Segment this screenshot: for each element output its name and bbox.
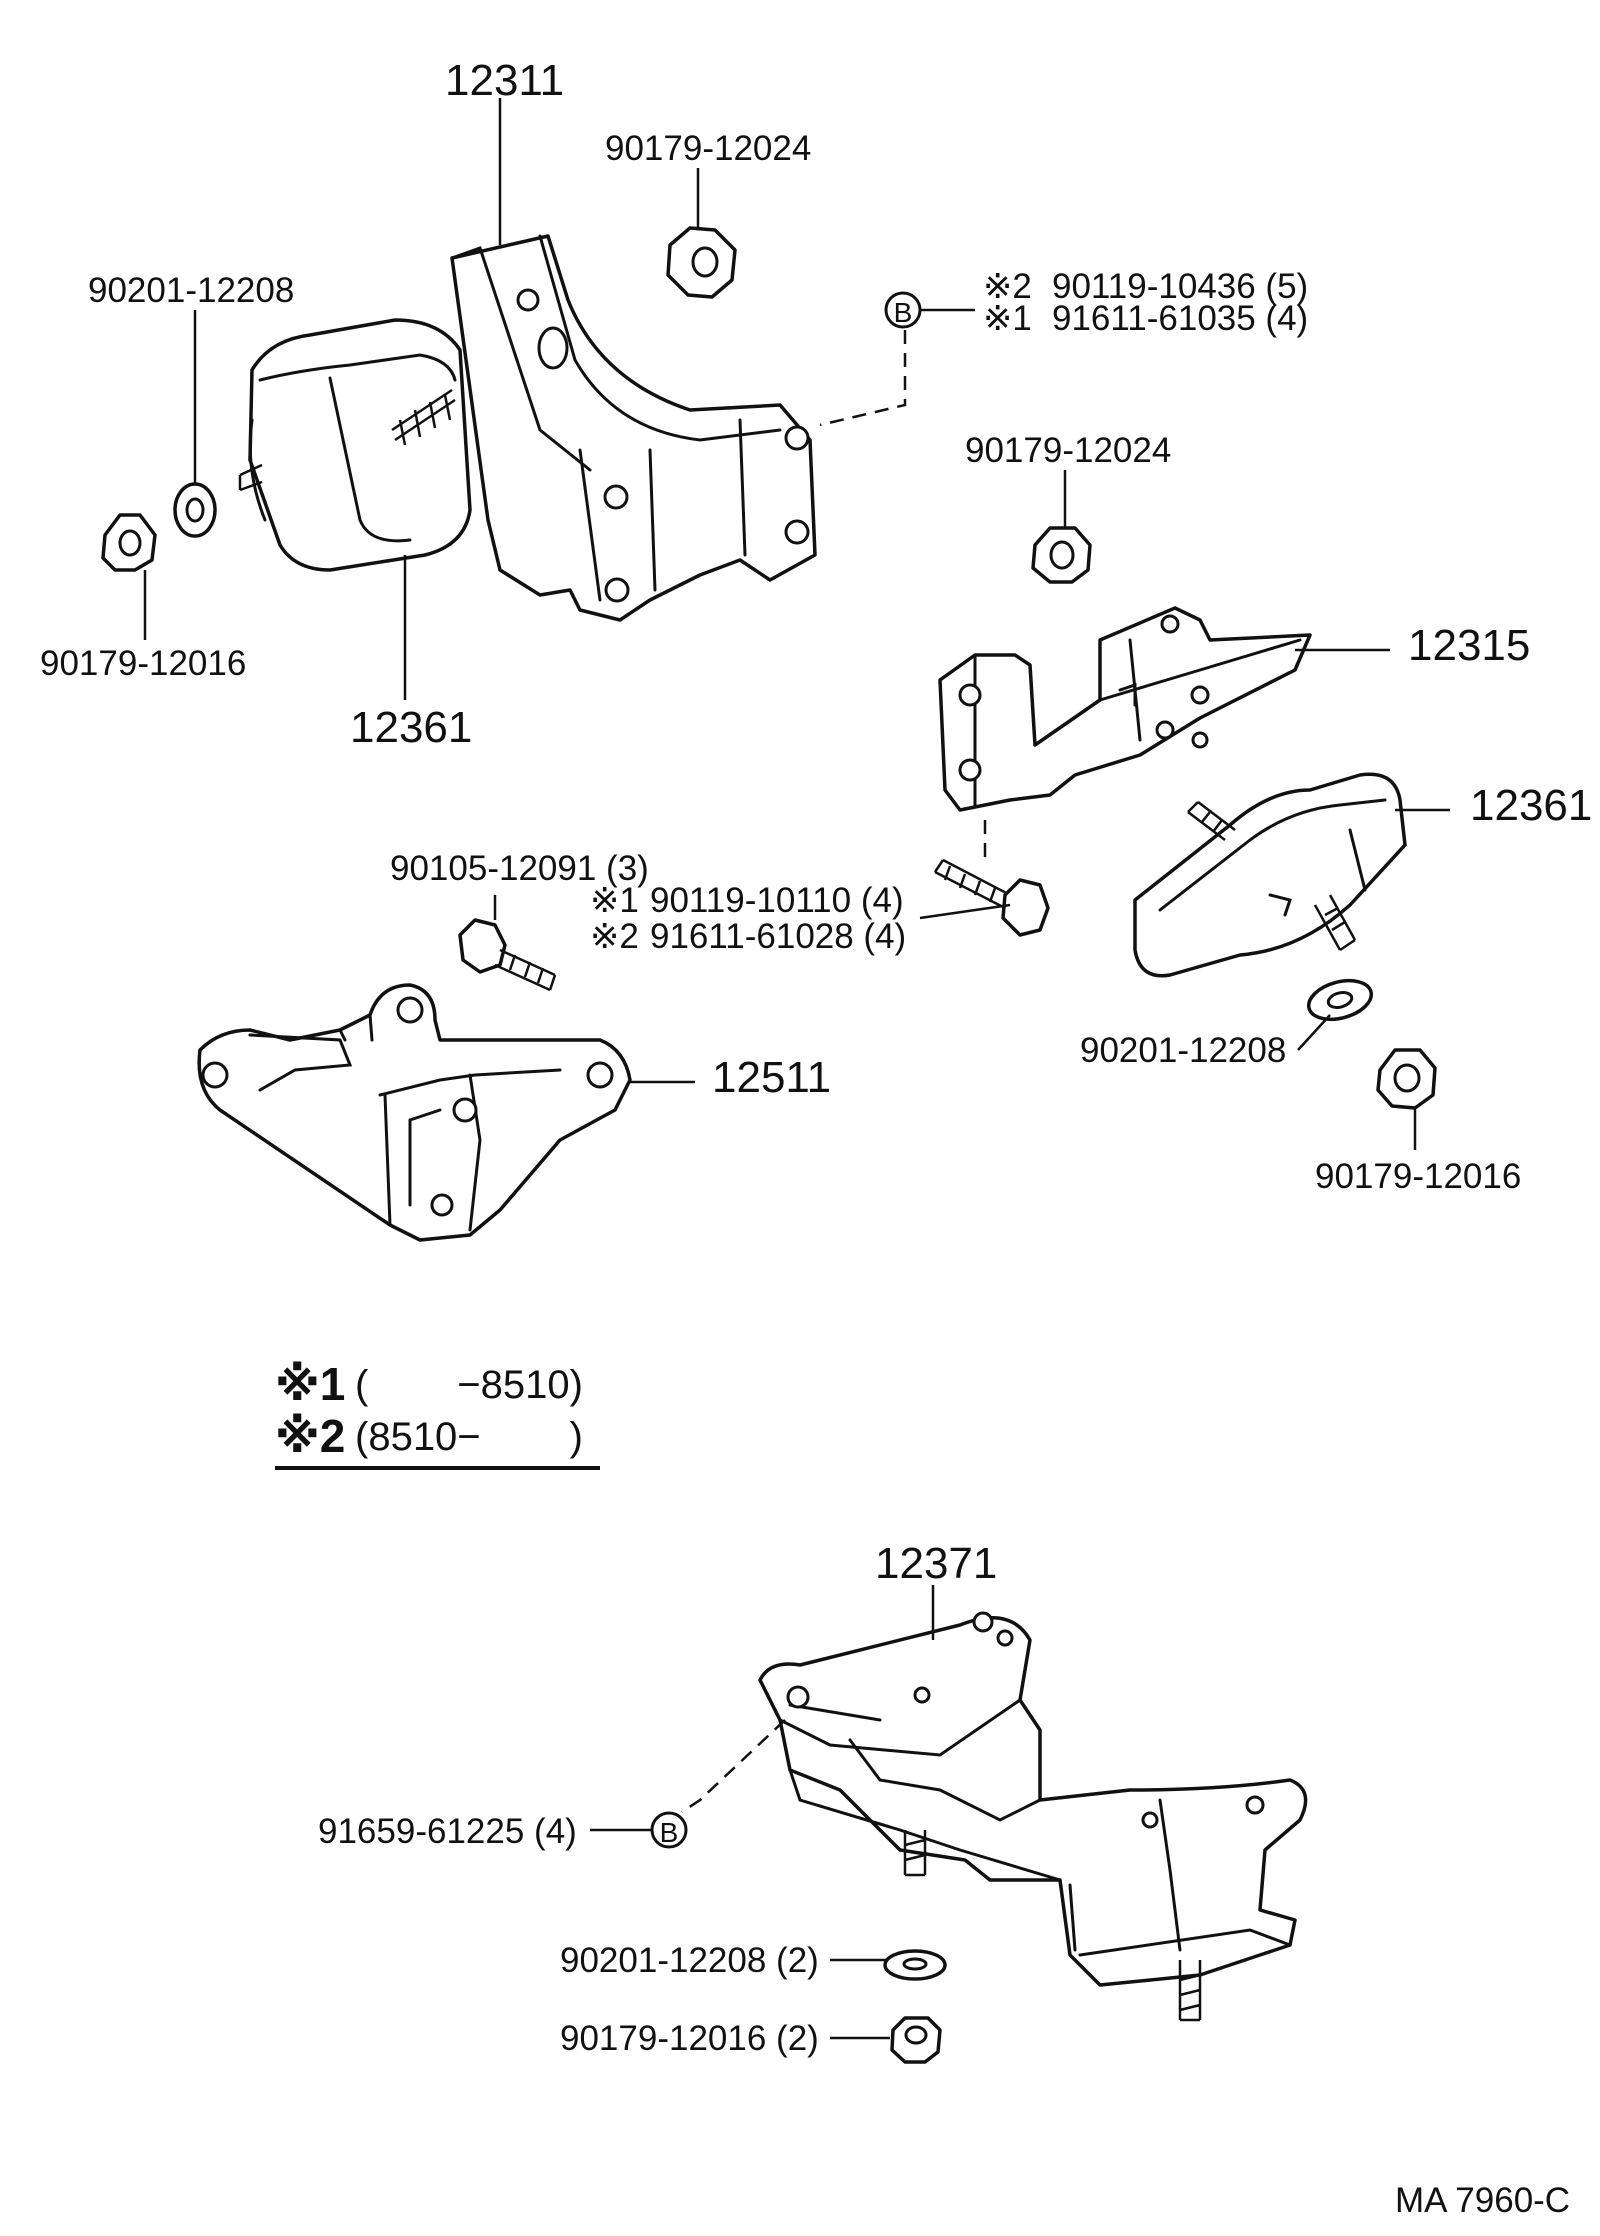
- note-mark-2-top: ※2: [983, 267, 1032, 306]
- label-90201-12208-left: 90201-12208: [88, 271, 294, 310]
- bracket-12315-drawing: [938, 606, 1312, 812]
- nut-left-drawing: [101, 513, 157, 572]
- washer-bottom-drawing: [883, 1949, 947, 1981]
- label-90179-12024-top: 90179-12024: [605, 129, 811, 168]
- bolt-90105-drawing: [458, 918, 557, 992]
- insulator-right-drawing: [1133, 772, 1407, 978]
- label-12311: 12311: [445, 56, 564, 105]
- figure-id: MA 7960-C: [1395, 2181, 1570, 2220]
- label-12511: 12511: [712, 1053, 831, 1102]
- nut-top-drawing: [666, 226, 737, 299]
- label-12315: 12315: [1408, 621, 1530, 670]
- label-90179-12016-right: 90179-12016: [1315, 1157, 1521, 1196]
- label-90119-10110: 90119-10110 (4): [650, 881, 904, 920]
- washer-left-drawing: [173, 482, 217, 538]
- label-91611-61035: 91611-61035 (4): [1052, 299, 1308, 338]
- legend-mark-1: ※1: [275, 1358, 345, 1410]
- label-90179-12016-left: 90179-12016: [40, 644, 246, 683]
- b-marker-top-letter: B: [894, 297, 913, 328]
- label-90179-12024-right: 90179-12024: [965, 431, 1171, 470]
- label-90179-12016-bottom: 90179-12016 (2): [560, 2019, 819, 2058]
- label-91611-61028: 91611-61028 (4): [650, 917, 906, 956]
- label-90105-12091: 90105-12091 (3): [390, 849, 649, 888]
- note-mark-2-mid: ※2: [590, 917, 639, 956]
- label-90201-12208-right: 90201-12208: [1080, 1031, 1286, 1070]
- nut-right-drawing: [1031, 526, 1092, 584]
- b-marker-bottom: B: [650, 1811, 688, 1849]
- label-90119-10436: 90119-10436 (5): [1052, 267, 1308, 306]
- b-marker-bottom-letter: B: [660, 1817, 679, 1848]
- nut-right-low-drawing: [1376, 1048, 1437, 1110]
- label-90201-12208-bottom: 90201-12208 (2): [560, 1941, 819, 1980]
- label-12361-right: 12361: [1470, 781, 1592, 830]
- note-mark-1-top: ※1: [983, 299, 1032, 338]
- label-12361-left: 12361: [350, 703, 472, 752]
- insulator-left-drawing: [238, 318, 472, 572]
- bolt-mid-drawing: [933, 858, 1050, 937]
- legend-range-2: (8510− ): [355, 1415, 583, 1459]
- legend: ※1 ( −8510) ※2 (8510− ): [275, 1358, 600, 1470]
- washer-right-drawing: [1306, 978, 1374, 1022]
- label-91659-61225: 91659-61225 (4): [318, 1812, 577, 1851]
- note-mark-1-mid: ※1: [590, 881, 639, 920]
- legend-range-1: ( −8510): [355, 1363, 583, 1407]
- nut-bottom-drawing: [890, 2016, 942, 2064]
- b-marker-top: B: [884, 291, 922, 329]
- bracket-12511-drawing: [197, 983, 632, 1242]
- mount-12371-drawing: [758, 1611, 1308, 2022]
- bracket-12311-drawing: [450, 234, 817, 622]
- label-12371: 12371: [875, 1539, 997, 1588]
- legend-mark-2: ※2: [275, 1410, 345, 1462]
